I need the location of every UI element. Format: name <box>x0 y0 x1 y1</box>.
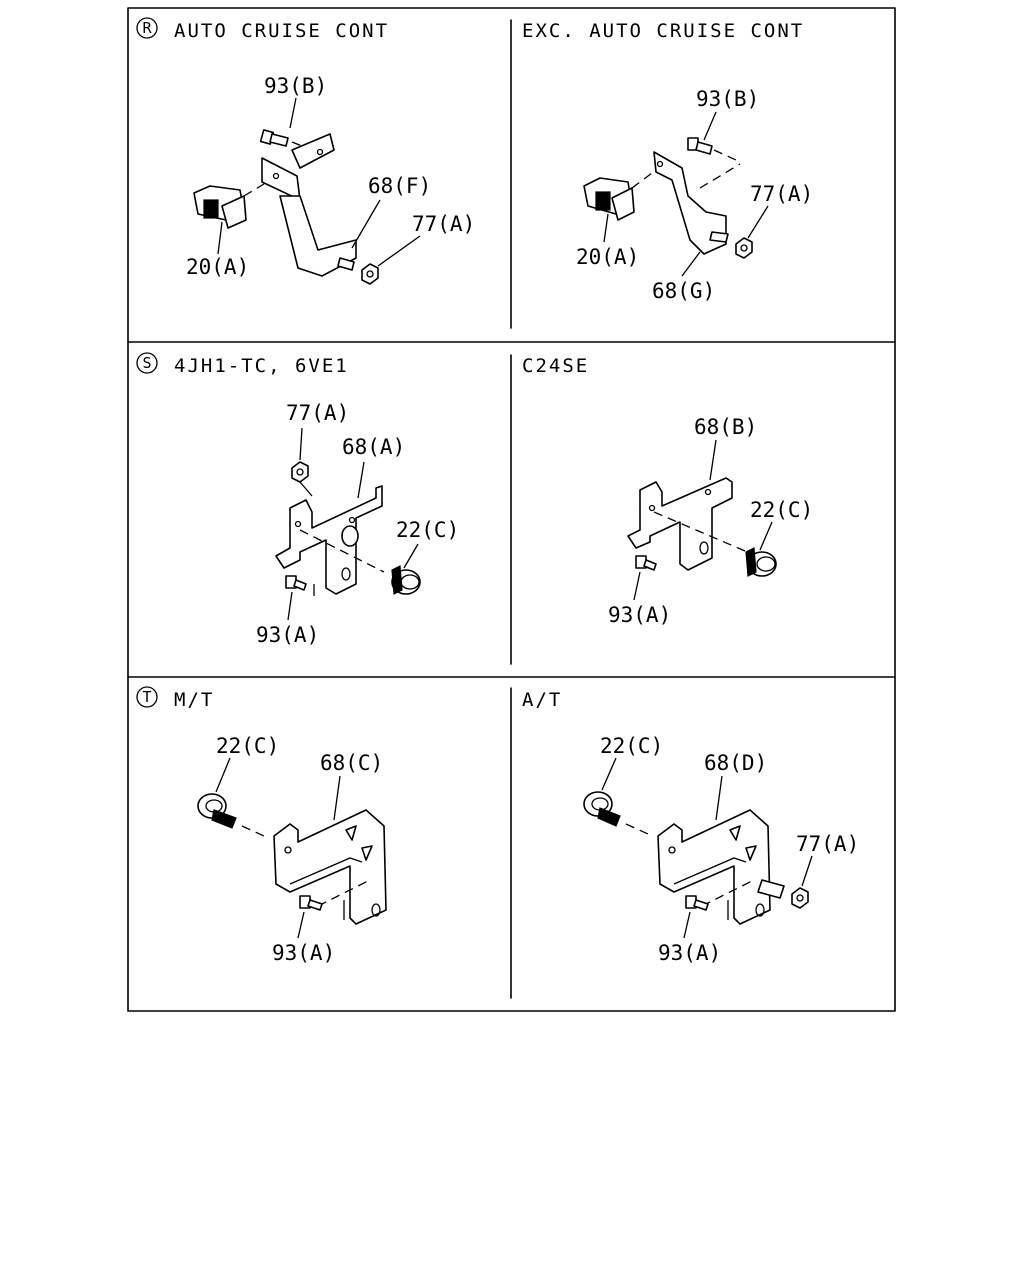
callout-68c: 68(C) <box>320 751 383 775</box>
bolt-93a <box>685 895 709 911</box>
clip-22c <box>197 793 265 837</box>
bolt-93b <box>259 129 303 147</box>
panel-4jh1-tc-6ve1: S 4JH1-TC, 6VE1 <box>136 352 459 647</box>
callout-20a: 20(A) <box>186 255 249 279</box>
callout-68a: 68(A) <box>342 435 405 459</box>
bracket-68b <box>627 477 753 571</box>
bolt-93a <box>299 895 323 911</box>
callout-22c: 22(C) <box>600 734 663 758</box>
section-mark-circle <box>136 686 158 708</box>
callout-93b: 93(B) <box>264 74 327 98</box>
panel-header: C24SE <box>522 355 589 377</box>
section-mark-circle <box>136 17 158 39</box>
bracket-68c <box>273 809 387 925</box>
callout-77a: 77(A) <box>412 212 475 236</box>
diagram-frame <box>127 7 896 1012</box>
callout-68g: 68(G) <box>652 279 715 303</box>
panel-header: M/T <box>174 689 214 711</box>
clip-22c <box>583 791 649 835</box>
section-mark: S <box>142 354 151 372</box>
callout-93a: 93(A) <box>256 623 319 647</box>
callout-93a: 93(A) <box>272 941 335 965</box>
section-mark: T <box>142 688 151 706</box>
panel-c24se: C24SE 68(B) 22(C) 93(A) <box>522 355 813 627</box>
section-mark: R <box>142 19 152 37</box>
nut-77a <box>291 461 313 497</box>
callout-20a: 20(A) <box>576 245 639 269</box>
callout-93a: 93(A) <box>658 941 721 965</box>
panel-header: EXC. AUTO CRUISE CONT <box>522 20 804 42</box>
callout-22c: 22(C) <box>396 518 459 542</box>
panel-header: AUTO CRUISE CONT <box>174 20 389 42</box>
panel-mt: T M/T 22(C) 68(C) 9 <box>136 686 387 965</box>
panel-exc-auto-cruise-cont: EXC. AUTO CRUISE CONT 93(B) <box>522 20 813 303</box>
section-mark-circle <box>136 352 158 374</box>
callout-77a: 77(A) <box>750 182 813 206</box>
relay-20a <box>193 183 265 229</box>
callout-22c: 22(C) <box>750 498 813 522</box>
panel-at: A/T 22( <box>522 689 859 965</box>
nut-77a <box>735 237 753 259</box>
bracket-68g <box>653 151 741 255</box>
bolt-93a <box>285 575 307 591</box>
bolt-93b <box>687 137 737 161</box>
callout-77a: 77(A) <box>796 832 859 856</box>
callout-93a: 93(A) <box>608 603 671 627</box>
nut-77a <box>361 263 379 285</box>
bracket-68f <box>261 133 357 277</box>
nut-77a <box>791 887 809 909</box>
bolt-93a <box>635 555 657 571</box>
relay-20a <box>583 169 657 221</box>
panel-auto-cruise-cont: R AUTO CRUISE CONT <box>136 17 475 285</box>
callout-68d: 68(D) <box>704 751 767 775</box>
bracket-68a <box>275 485 385 596</box>
callout-93b: 93(B) <box>696 87 759 111</box>
panel-header: A/T <box>522 689 562 711</box>
callout-22c: 22(C) <box>216 734 279 758</box>
callout-77a: 77(A) <box>286 401 349 425</box>
callout-68b: 68(B) <box>694 415 757 439</box>
clip-22c <box>391 565 421 595</box>
panel-header: 4JH1-TC, 6VE1 <box>174 355 349 377</box>
clip-22c <box>745 547 777 577</box>
bracket-68d <box>657 809 771 925</box>
callout-68f: 68(F) <box>368 174 431 198</box>
